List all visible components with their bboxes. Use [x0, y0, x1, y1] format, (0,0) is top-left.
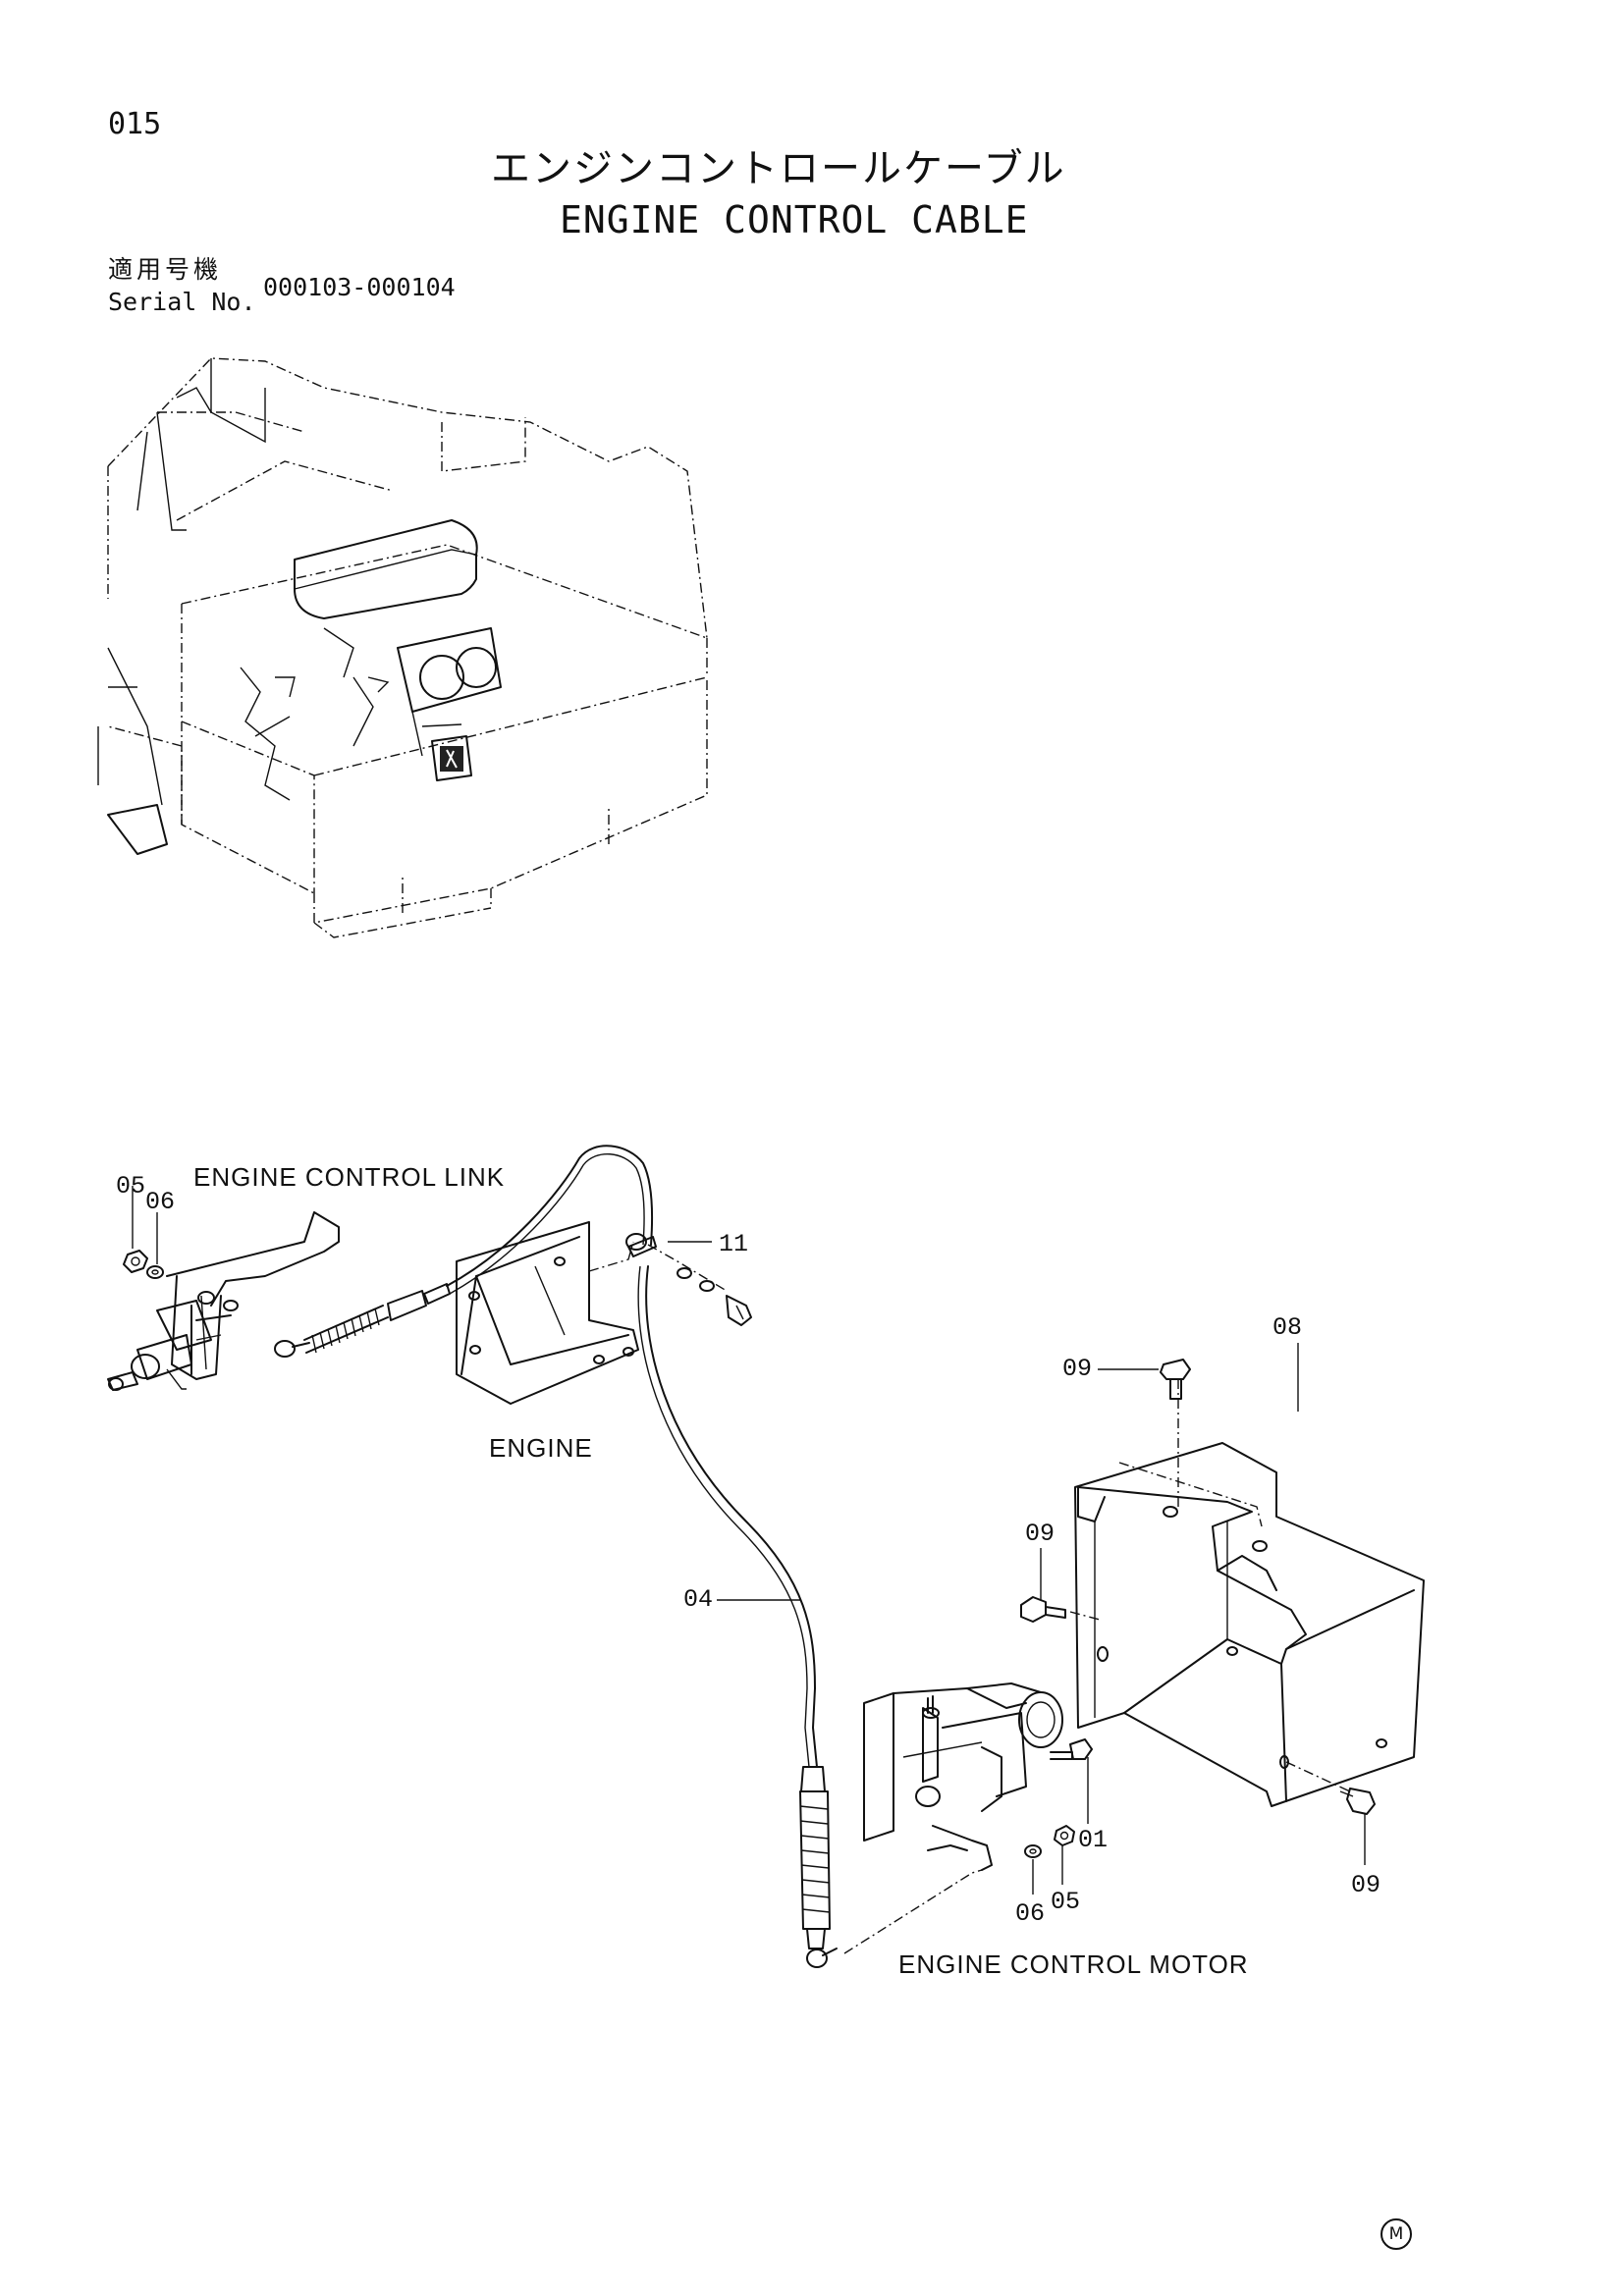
callout-08-cover: 08 — [1272, 1313, 1303, 1342]
cable-clamp — [625, 1233, 752, 1326]
callout-04-cable: 04 — [683, 1585, 714, 1614]
callout-09-top-bolt: 09 — [1062, 1355, 1093, 1383]
engine-control-cable — [303, 1145, 838, 1968]
page-code: 015 — [108, 107, 162, 141]
callout-05-link-nut: 05 — [116, 1172, 146, 1201]
engine-control-link-assembly — [107, 1211, 340, 1391]
callout-06-link-washer: 06 — [145, 1188, 176, 1216]
label-engine-control-link: ENGINE CONTROL LINK — [193, 1162, 506, 1192]
callout-09-left-bolt: 09 — [1025, 1520, 1056, 1548]
label-engine-control-motor: ENGINE CONTROL MOTOR — [898, 1949, 1249, 1979]
callout-06-motor-washer: 06 — [1015, 1899, 1046, 1928]
label-engine: ENGINE — [489, 1433, 593, 1463]
page-title-english: ENGINE CONTROL CABLE — [560, 198, 1029, 241]
callout-11-clamp: 11 — [719, 1230, 749, 1258]
cover-box — [1069, 1379, 1425, 1807]
serial-label-japanese: 適用号機 — [108, 255, 223, 284]
serial-label-english: Serial No. — [108, 288, 256, 316]
serial-range: 000103-000104 — [263, 273, 456, 301]
circled-m-mark: M — [1380, 2218, 1412, 2250]
callout-leaders — [132, 1186, 1366, 1895]
callout-01-motor-bolt: 01 — [1078, 1826, 1109, 1854]
cover-bolts — [1020, 1359, 1376, 1815]
engine-control-motor-assembly — [843, 1682, 1093, 1954]
page-title-japanese: エンジンコントロールケーブル — [491, 146, 1066, 191]
engine-mount-bracket — [456, 1221, 639, 1405]
callout-09-bottom-bolt: 09 — [1351, 1871, 1381, 1899]
callout-05-motor-nut: 05 — [1051, 1888, 1081, 1916]
